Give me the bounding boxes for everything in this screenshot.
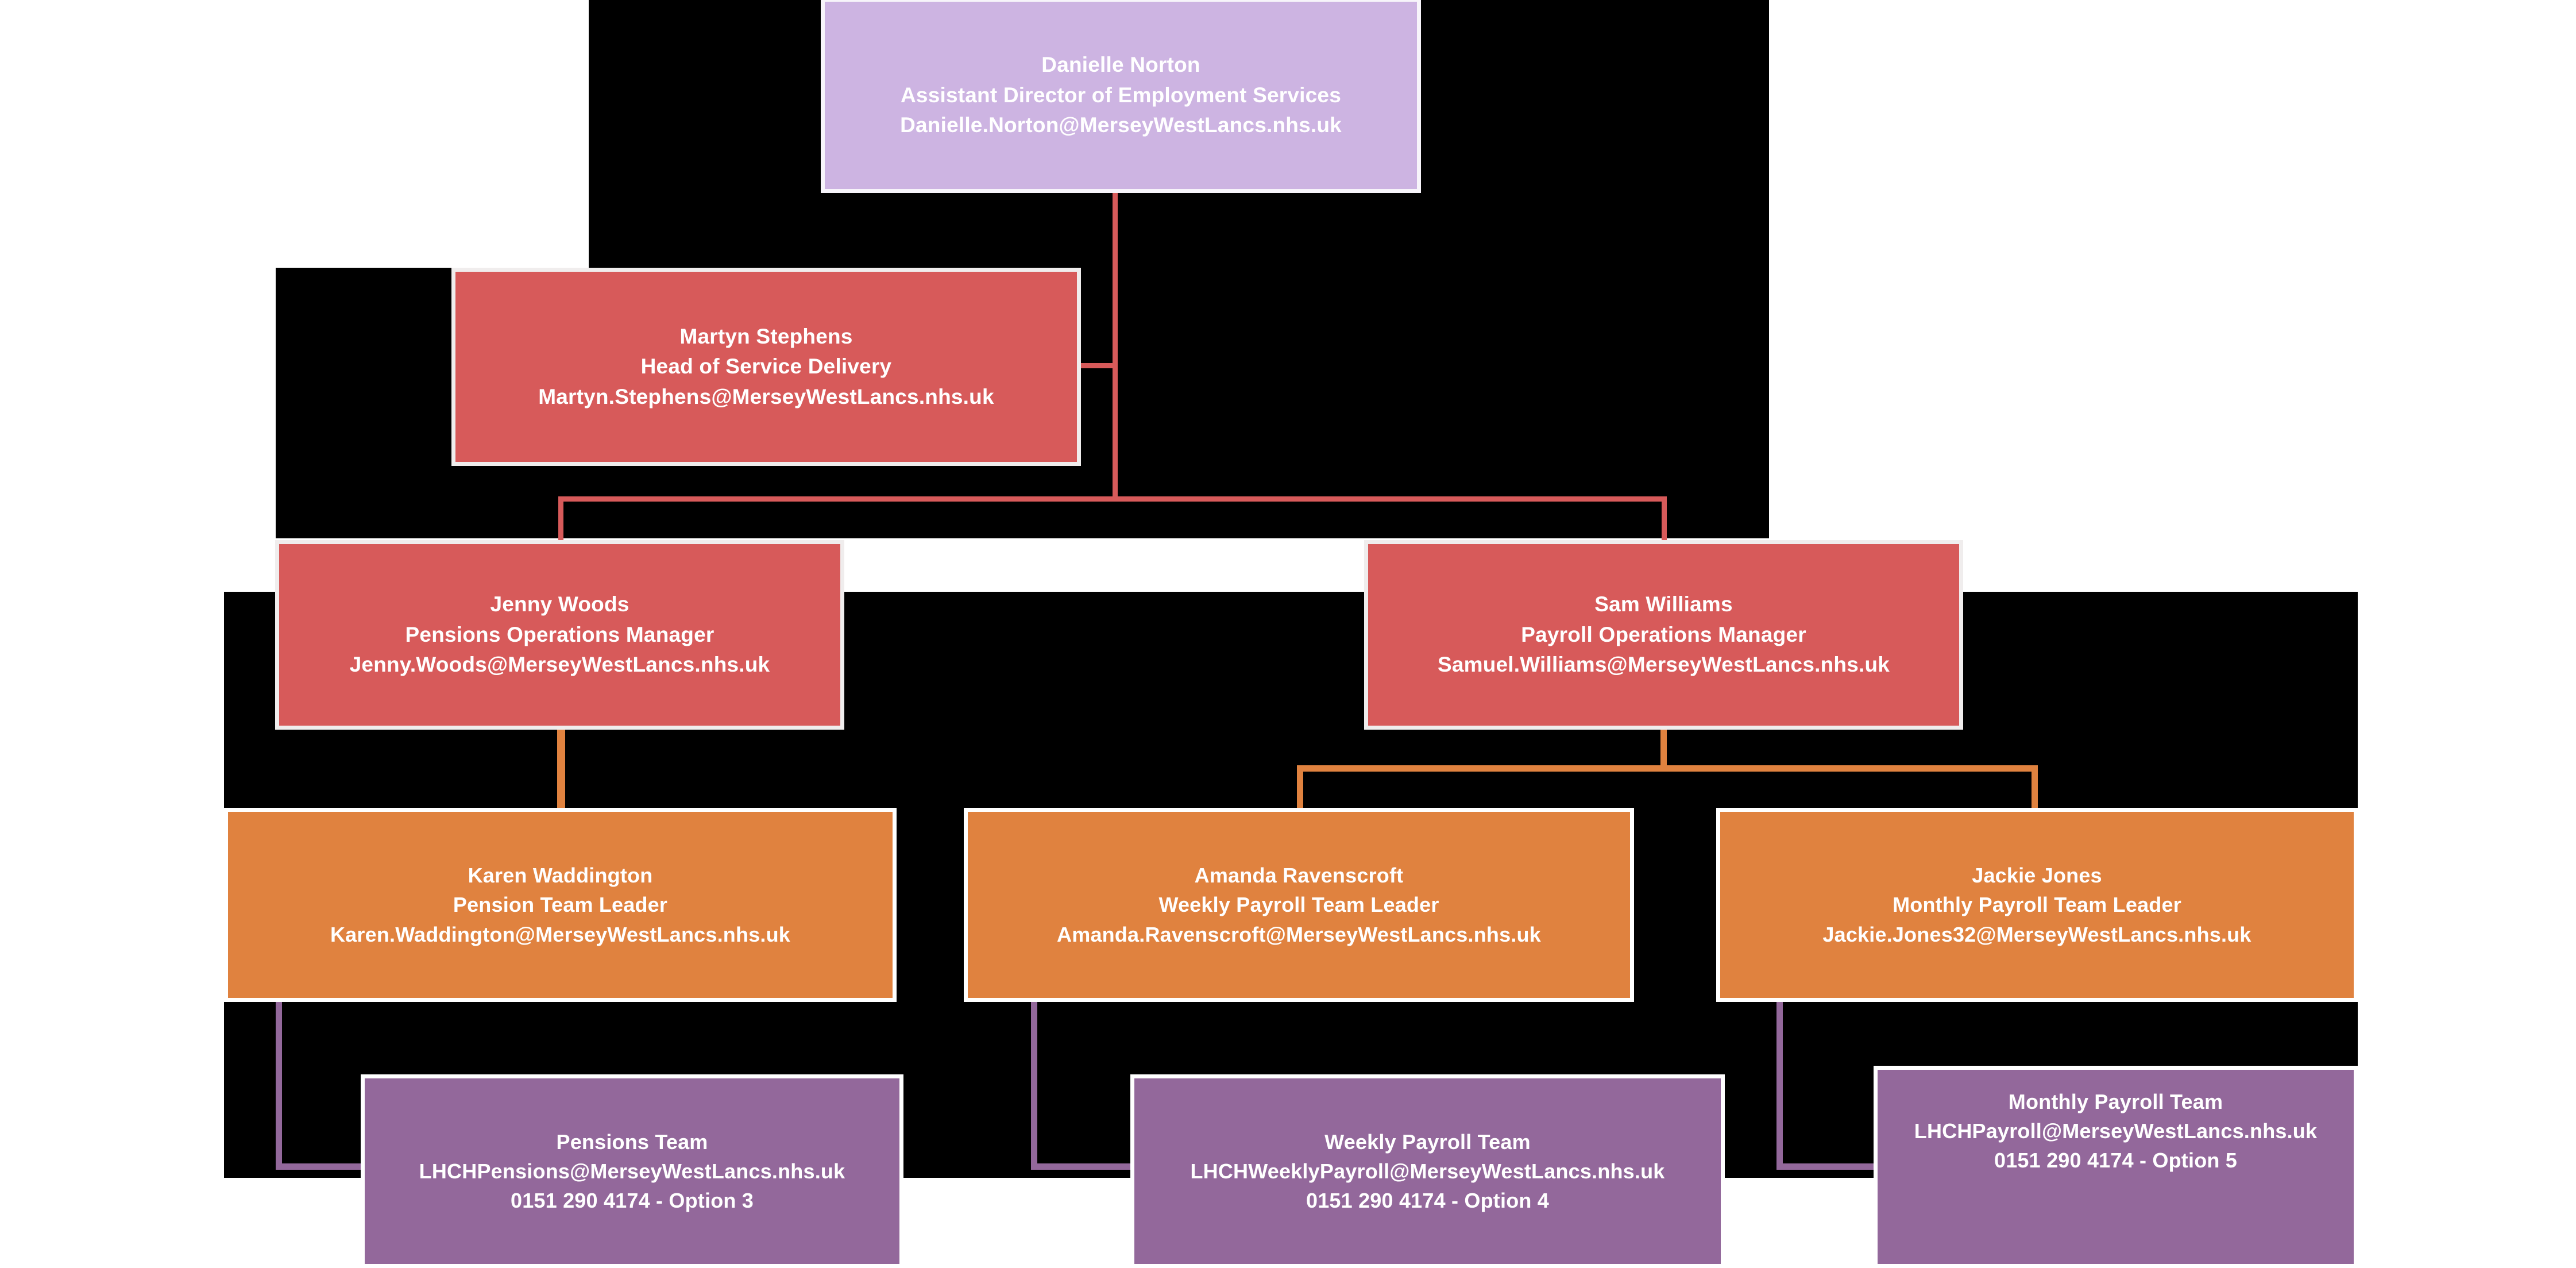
node-name: Karen Waddington xyxy=(468,864,653,888)
node-email: Jackie.Jones32@MerseyWestLancs.nhs.uk xyxy=(1822,922,2251,946)
node-name: Danielle Norton xyxy=(1041,53,1200,77)
connector-to-amanda xyxy=(1297,765,1303,810)
node-email: Karen.Waddington@MerseyWestLancs.nhs.uk xyxy=(330,922,791,946)
connector-karen-to-pensions-v xyxy=(276,1000,282,1170)
node-amanda-ravenscroft[interactable]: Amanda Ravenscroft Weekly Payroll Team L… xyxy=(964,808,1634,1002)
node-danielle-norton[interactable]: Danielle Norton Assistant Director of Em… xyxy=(821,0,1421,193)
node-name: Pensions Team xyxy=(556,1130,708,1154)
node-martyn-stephens[interactable]: Martyn Stephens Head of Service Delivery… xyxy=(451,268,1081,466)
node-name: Amanda Ravenscroft xyxy=(1194,864,1404,888)
node-name: Jenny Woods xyxy=(490,592,629,616)
connector-sam-stem xyxy=(1660,726,1667,770)
node-email: Amanda.Ravenscroft@MerseyWestLancs.nhs.u… xyxy=(1057,922,1541,946)
connector-jenny-to-karen xyxy=(557,726,565,808)
node-role: Pension Team Leader xyxy=(453,893,668,917)
node-role: Pensions Operations Manager xyxy=(405,622,715,646)
node-role: Head of Service Delivery xyxy=(640,354,892,379)
connector-danielle-to-martyn xyxy=(1080,363,1115,368)
node-monthly-payroll-team[interactable]: Monthly Payroll Team LHCHPayroll@MerseyW… xyxy=(1874,1066,2358,1268)
node-role: Assistant Director of Employment Service… xyxy=(901,83,1341,107)
node-weekly-payroll-team[interactable]: Weekly Payroll Team LHCHWeeklyPayroll@Me… xyxy=(1130,1074,1725,1268)
connector-to-sam-williams xyxy=(1662,496,1667,542)
node-name: Martyn Stephens xyxy=(679,324,853,348)
node-email: LHCHPayroll@MerseyWestLancs.nhs.uk xyxy=(1914,1119,2318,1143)
node-phone: 0151 290 4174 - Option 4 xyxy=(1306,1189,1550,1213)
node-sam-williams[interactable]: Sam Williams Payroll Operations Manager … xyxy=(1364,540,1963,730)
connector-jackie-to-monthly-v xyxy=(1776,1000,1783,1170)
connector-amanda-to-weekly-h xyxy=(1031,1163,1131,1170)
node-email: LHCHPensions@MerseyWestLancs.nhs.uk xyxy=(419,1159,845,1183)
node-phone: 0151 290 4174 - Option 3 xyxy=(510,1189,754,1213)
node-email: Jenny.Woods@MerseyWestLancs.nhs.uk xyxy=(349,653,770,677)
node-role: Monthly Payroll Team Leader xyxy=(1893,893,2181,917)
node-role: Payroll Operations Manager xyxy=(1521,622,1806,646)
node-email: Samuel.Williams@MerseyWestLancs.nhs.uk xyxy=(1437,653,1890,677)
node-pensions-team[interactable]: Pensions Team LHCHPensions@MerseyWestLan… xyxy=(361,1074,903,1268)
connector-to-jenny-woods xyxy=(558,496,563,542)
node-phone: 0151 290 4174 - Option 5 xyxy=(1994,1148,2238,1173)
node-name: Sam Williams xyxy=(1594,592,1733,616)
node-name: Jackie Jones xyxy=(1972,864,2102,888)
connector-jackie-to-monthly-h xyxy=(1776,1163,1874,1170)
node-jackie-jones[interactable]: Jackie Jones Monthly Payroll Team Leader… xyxy=(1716,808,2358,1002)
connector-amanda-to-weekly-v xyxy=(1031,1000,1037,1170)
node-name: Weekly Payroll Team xyxy=(1324,1130,1531,1154)
node-email: Martyn.Stephens@MerseyWestLancs.nhs.uk xyxy=(538,384,994,408)
connector-to-jackie xyxy=(2032,765,2038,810)
node-jenny-woods[interactable]: Jenny Woods Pensions Operations Manager … xyxy=(275,540,844,730)
connector-level3-bar xyxy=(558,496,1667,502)
node-email: Danielle.Norton@MerseyWestLancs.nhs.uk xyxy=(900,113,1342,137)
node-name: Monthly Payroll Team xyxy=(2008,1090,2223,1113)
node-karen-waddington[interactable]: Karen Waddington Pension Team Leader Kar… xyxy=(224,808,897,1002)
connector-karen-to-pensions-h xyxy=(276,1163,362,1170)
connector-level4-bar xyxy=(1297,765,2038,772)
node-email: LHCHWeeklyPayroll@MerseyWestLancs.nhs.uk xyxy=(1190,1159,1665,1183)
connector-danielle-stem xyxy=(1113,193,1118,499)
node-role: Weekly Payroll Team Leader xyxy=(1158,893,1439,917)
